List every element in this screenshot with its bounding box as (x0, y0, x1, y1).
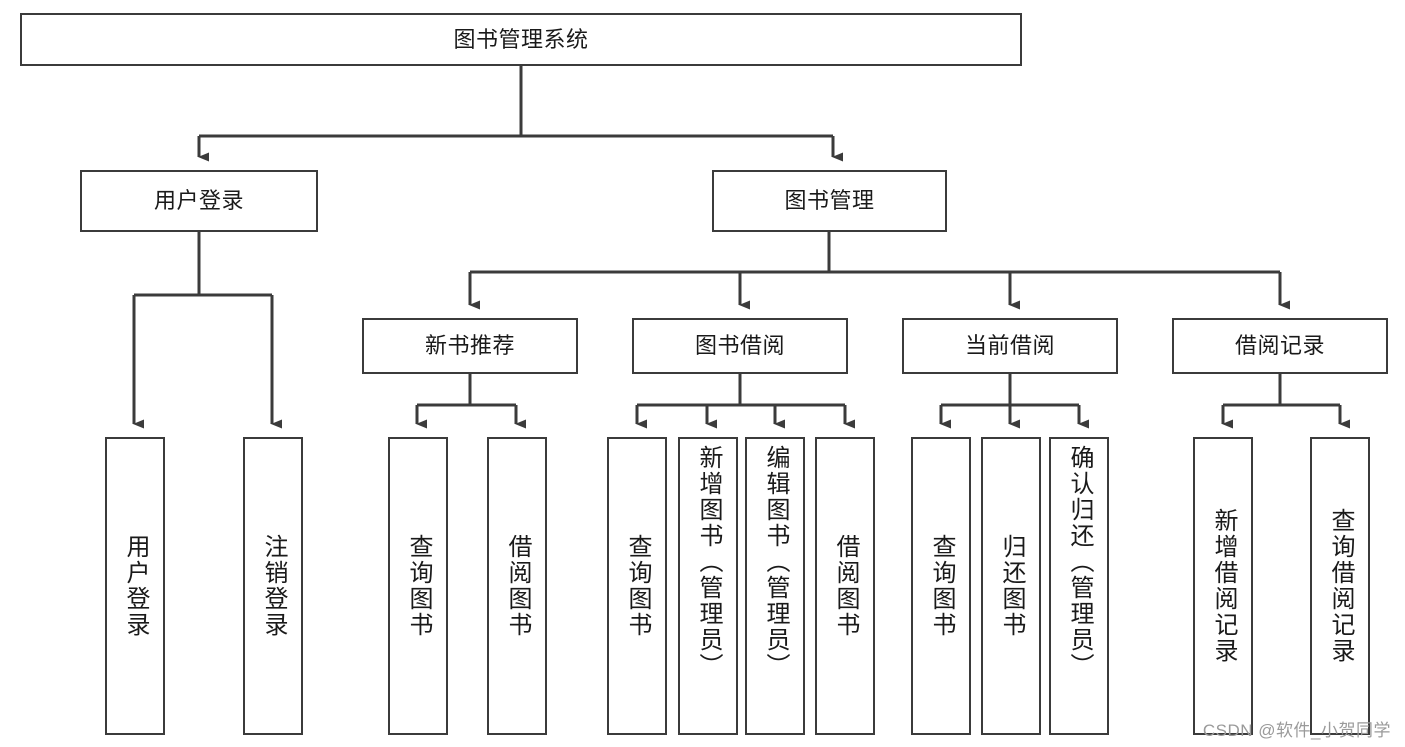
node-book-borrow-label: 图书借阅 (694, 333, 785, 359)
leaf-user-logout[interactable]: 注销登录 (243, 437, 303, 735)
node-new-book-recommend-label: 新书推荐 (424, 333, 515, 359)
node-book-borrow[interactable]: 图书借阅 (632, 318, 848, 374)
node-book-management[interactable]: 图书管理 (712, 170, 947, 232)
node-root-label: 图书管理系统 (453, 26, 589, 52)
node-borrow-record[interactable]: 借阅记录 (1172, 318, 1388, 374)
leaf-borrow-add-label: 新增图书（管理员） (695, 445, 722, 679)
leaf-newbook-query[interactable]: 查询图书 (388, 437, 448, 735)
node-user-login[interactable]: 用户登录 (80, 170, 318, 232)
leaf-borrow-query-label: 查询图书 (624, 534, 651, 638)
leaf-borrow-edit-label: 编辑图书（管理员） (762, 445, 789, 679)
leaf-newbook-borrow-label: 借阅图书 (504, 534, 531, 638)
leaf-record-query[interactable]: 查询借阅记录 (1310, 437, 1370, 735)
watermark: CSDN @软件_小贺同学 (1202, 721, 1391, 740)
leaf-current-query-label: 查询图书 (928, 534, 955, 638)
leaf-borrow-add[interactable]: 新增图书（管理员） (678, 437, 738, 735)
leaf-record-query-label: 查询借阅记录 (1327, 508, 1354, 664)
node-current-borrow[interactable]: 当前借阅 (902, 318, 1118, 374)
leaf-current-query[interactable]: 查询图书 (911, 437, 971, 735)
leaf-current-return-label: 归还图书 (998, 534, 1025, 638)
leaf-borrow-query[interactable]: 查询图书 (607, 437, 667, 735)
leaf-user-logout-label: 注销登录 (260, 534, 287, 638)
leaf-borrow-book-label: 借阅图书 (832, 534, 859, 638)
node-new-book-recommend[interactable]: 新书推荐 (362, 318, 578, 374)
leaf-current-return[interactable]: 归还图书 (981, 437, 1041, 735)
leaf-newbook-query-label: 查询图书 (405, 534, 432, 638)
leaf-current-confirm-return[interactable]: 确认归还（管理员） (1049, 437, 1109, 735)
node-user-login-label: 用户登录 (153, 188, 244, 214)
leaf-newbook-borrow[interactable]: 借阅图书 (487, 437, 547, 735)
leaf-current-confirm-return-label: 确认归还（管理员） (1066, 445, 1093, 679)
node-borrow-record-label: 借阅记录 (1234, 333, 1325, 359)
node-book-management-label: 图书管理 (784, 188, 875, 214)
leaf-record-add-label: 新增借阅记录 (1210, 508, 1237, 664)
leaf-borrow-book[interactable]: 借阅图书 (815, 437, 875, 735)
node-root[interactable]: 图书管理系统 (20, 13, 1022, 66)
node-current-borrow-label: 当前借阅 (964, 333, 1055, 359)
leaf-record-add[interactable]: 新增借阅记录 (1193, 437, 1253, 735)
leaf-borrow-edit[interactable]: 编辑图书（管理员） (745, 437, 805, 735)
leaf-user-login-label: 用户登录 (122, 534, 149, 638)
leaf-user-login[interactable]: 用户登录 (105, 437, 165, 735)
